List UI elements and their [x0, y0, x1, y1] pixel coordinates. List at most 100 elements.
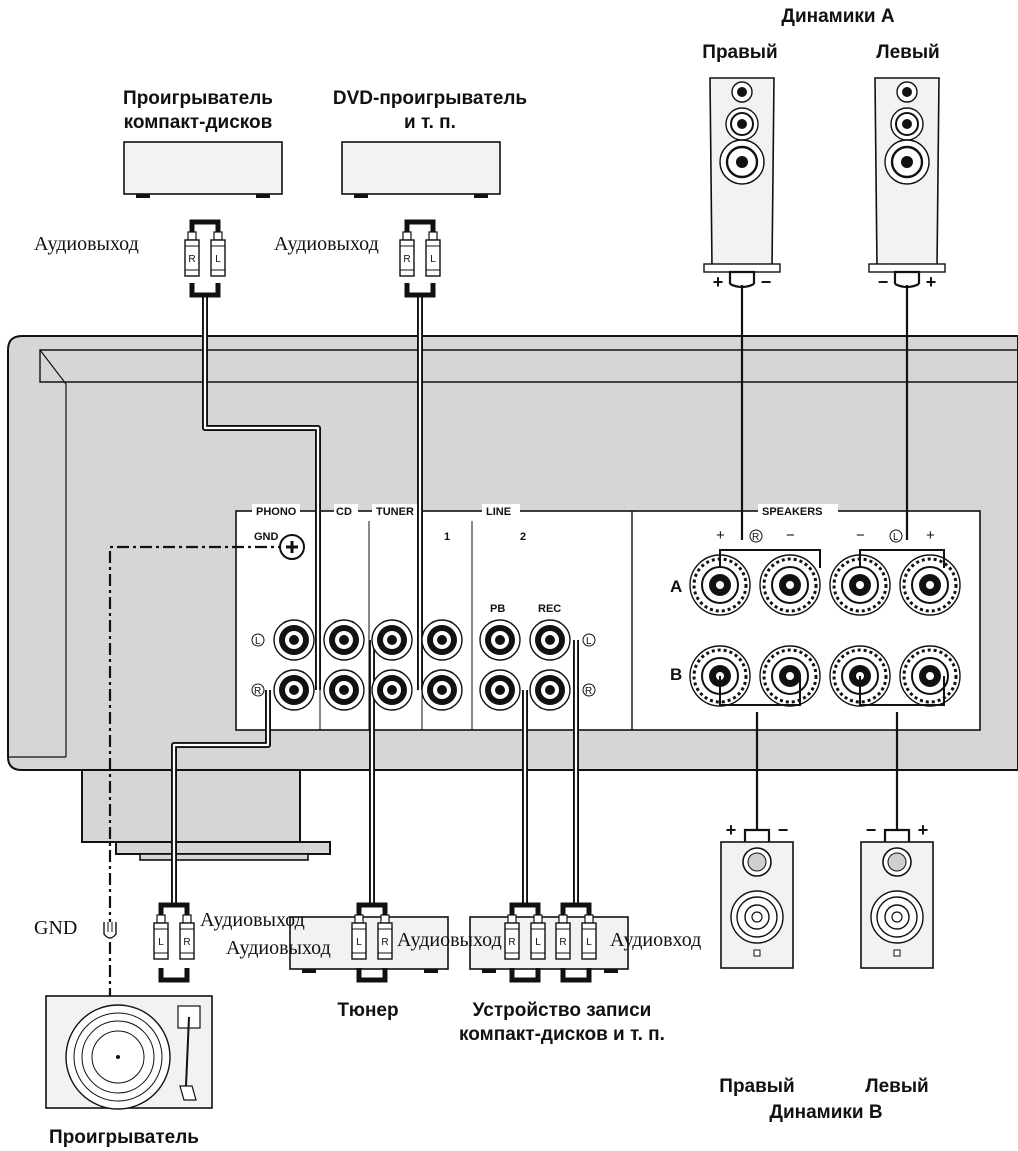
- speaker-b-left-label: Левый: [865, 1076, 929, 1097]
- speakers-b: +− −+ Правый Левый Динамики B: [719, 820, 934, 1123]
- speaker-binding-post: [759, 645, 821, 707]
- speaker-brackets: [719, 549, 945, 706]
- speaker-a-left: −+: [868, 77, 946, 292]
- plug-letter: L: [356, 937, 362, 948]
- gnd-terminal: [279, 534, 305, 560]
- polarity-mark: +: [918, 820, 929, 840]
- cd-recorder-label-2: компакт-дисков и т. п.: [459, 1024, 665, 1045]
- label-pb: PB: [490, 603, 505, 615]
- panel-labels: PHONO CD TUNER LINE 1 2 GND PB REC SPEAK…: [242, 504, 935, 697]
- speaker-a-right: +−: [703, 77, 781, 292]
- label-line-2: 2: [520, 531, 526, 543]
- dvd-audio-out-label: Аудиовыход: [274, 233, 379, 255]
- rca-plug: L: [351, 914, 367, 960]
- rca-jack: [273, 619, 315, 661]
- cd-audio-out-label: Аудиовыход: [34, 233, 139, 255]
- rca-jack: [323, 669, 365, 711]
- polarity-mark: +: [726, 820, 737, 840]
- connection-labels: Аудиовыход Аудиовыход Аудиовыход Аудиовы…: [34, 233, 701, 959]
- rca-plug: R: [377, 914, 393, 960]
- speaker-b-left: −+: [860, 820, 934, 969]
- mark-r-phono: R: [254, 686, 261, 697]
- dvd-player-label-1: DVD-проигрыватель: [333, 88, 527, 109]
- terminal-plus-la: +: [926, 527, 935, 544]
- cd-recorder-device: Устройство записи компакт-дисков и т. п.: [459, 916, 665, 1045]
- speaker-binding-post: [689, 554, 751, 616]
- terminal-plus-ra: +: [716, 527, 725, 544]
- rca-jack: [421, 669, 463, 711]
- dvd-player: DVD-проигрыватель и т. п.: [333, 88, 527, 198]
- mark-l-rec: L: [586, 636, 592, 647]
- plug-letter: L: [535, 937, 541, 948]
- polarity-mark: −: [761, 272, 772, 292]
- polarity-mark: −: [866, 820, 877, 840]
- plug-letter: L: [430, 254, 436, 265]
- plug-letter: R: [381, 937, 388, 948]
- polarity-mark: +: [713, 272, 724, 292]
- tuner-audio-out-label-right: Аудиовыход: [397, 929, 502, 951]
- rca-jack: [479, 669, 521, 711]
- plug-letter: R: [403, 254, 410, 265]
- polarity-mark: +: [926, 272, 937, 292]
- speaker-b-right-label: Правый: [719, 1076, 794, 1097]
- rca-jack: [529, 669, 571, 711]
- mark-l-a: L: [893, 532, 899, 543]
- speaker-binding-post: [829, 554, 891, 616]
- tuner-audio-out-label-left: Аудиовыход: [226, 937, 331, 959]
- turntable-label: Проигрыватель: [49, 1127, 199, 1148]
- speaker-b-right: +−: [720, 820, 794, 969]
- speaker-binding-post: [759, 554, 821, 616]
- cd-player: Проигрыватель компакт-дисков: [123, 88, 283, 198]
- label-line-1: 1: [444, 531, 450, 543]
- speakers-b-title: Динамики B: [769, 1102, 882, 1123]
- polarity-mark: −: [778, 820, 789, 840]
- rca-jack: [273, 669, 315, 711]
- rca-plug: L: [153, 914, 169, 960]
- rca-jack: [479, 619, 521, 661]
- label-rec: REC: [538, 603, 561, 615]
- rca-jack: [323, 619, 365, 661]
- label-gnd: GND: [254, 531, 279, 543]
- recorder-audio-in-label: Аудиовход: [610, 929, 701, 951]
- cd-player-label-1: Проигрыватель: [123, 88, 273, 109]
- label-speakers: SPEAKERS: [762, 506, 823, 518]
- gnd-plug-label: GND: [34, 917, 77, 939]
- tuner-label: Тюнер: [337, 1000, 398, 1021]
- speaker-binding-post: [899, 645, 961, 707]
- plug-letter: L: [586, 937, 592, 948]
- rca-plug: L: [425, 231, 441, 277]
- rca-plug: L: [530, 914, 546, 960]
- speaker-terminals: [689, 554, 961, 707]
- plug-letter: L: [158, 937, 164, 948]
- speaker-a-right-label: Правый: [702, 42, 777, 63]
- polarity-mark: −: [878, 272, 889, 292]
- rca-jack: [371, 619, 413, 661]
- plug-letter: R: [559, 937, 566, 948]
- speakers-a: Динамики A Правый Левый +− −+: [702, 6, 946, 292]
- turntable-audio-out-label: Аудиовыход: [200, 909, 305, 931]
- label-line: LINE: [486, 506, 511, 518]
- label-tuner: TUNER: [376, 506, 414, 518]
- mark-l-phono: L: [255, 636, 261, 647]
- mark-r-a: R: [752, 532, 759, 543]
- rca-plug: R: [399, 231, 415, 277]
- rca-jacks: [273, 619, 571, 711]
- plug-letter: R: [508, 937, 515, 948]
- speaker-a-left-label: Левый: [876, 42, 940, 63]
- rca-plug: R: [184, 231, 200, 277]
- cables: [108, 285, 909, 1000]
- label-row-a: A: [670, 577, 682, 596]
- rca-jack: [371, 669, 413, 711]
- rca-jack: [421, 619, 463, 661]
- terminal-minus-la: −: [856, 527, 865, 544]
- gnd-plug: GND: [34, 917, 117, 939]
- turntable-device: Проигрыватель: [45, 995, 213, 1148]
